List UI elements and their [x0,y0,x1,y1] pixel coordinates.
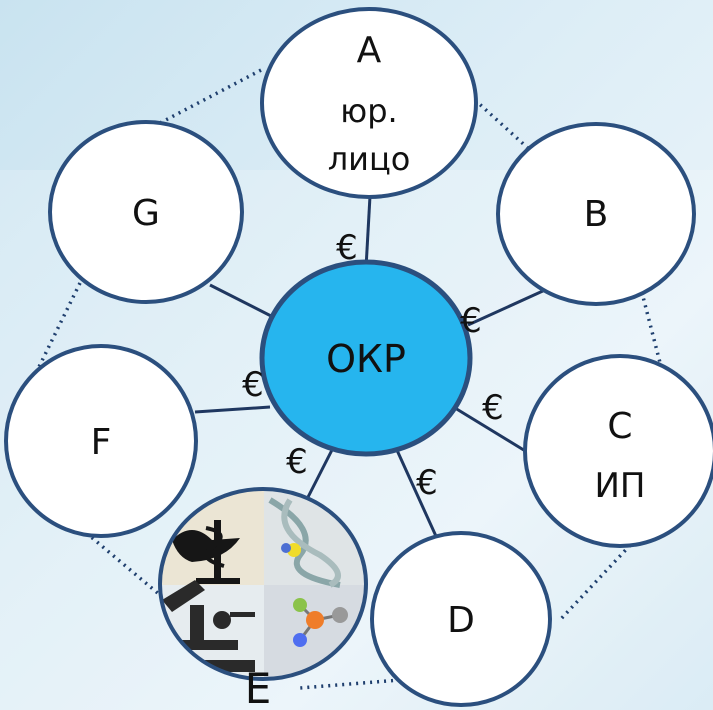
node-a-label-line2: юр. [340,92,397,130]
node-b[interactable] [496,122,696,306]
node-d-label: D [447,600,475,641]
euro-symbol-f: € [242,365,264,405]
connector-a [364,195,372,269]
connector-f [194,405,271,414]
node-a-label-id: A [357,30,382,71]
euro-symbol-c: € [482,388,504,428]
connector-c [454,406,528,454]
dotted-edge-a-b [473,98,532,152]
node-g-label: G [132,193,160,234]
microscope-icon [162,580,255,672]
node-d[interactable] [370,531,552,707]
node-f-label: F [91,422,112,463]
connector-g [209,283,276,320]
node-c-label-id: C [607,406,632,447]
euro-symbol-b: € [460,301,482,341]
connector-e [303,447,335,504]
dotted-edge-d-e [299,678,401,690]
node-e-image[interactable] [158,487,368,681]
dotted-ring [33,66,667,690]
center-label: ОКР [326,337,406,381]
center-okr-node[interactable] [259,259,473,457]
node-b-label: B [584,194,609,235]
connectors [194,195,546,546]
node-e-label: E [245,664,272,710]
euro-symbol-e: € [286,442,308,482]
node-c[interactable] [523,354,713,548]
node-f[interactable] [4,344,198,538]
molecule-icon [293,598,348,647]
connector-b [467,288,546,327]
node-c-label-line2: ИП [595,466,646,506]
dna-helix-icon [268,497,341,588]
dotted-edge-b-c [638,284,667,383]
dotted-edge-g-a [159,66,266,125]
euro-symbol-d: € [416,463,438,503]
node-a-label-line3: лицо [328,140,411,178]
dotted-edge-f-g [33,282,82,376]
node-g[interactable] [48,120,244,304]
node-a[interactable] [260,7,478,199]
euro-symbol-a: € [336,228,358,268]
dotted-edge-c-d [558,538,637,622]
connector-d [394,447,442,546]
bowl-of-hygieia-icon [172,520,240,584]
node-e[interactable] [158,487,368,681]
